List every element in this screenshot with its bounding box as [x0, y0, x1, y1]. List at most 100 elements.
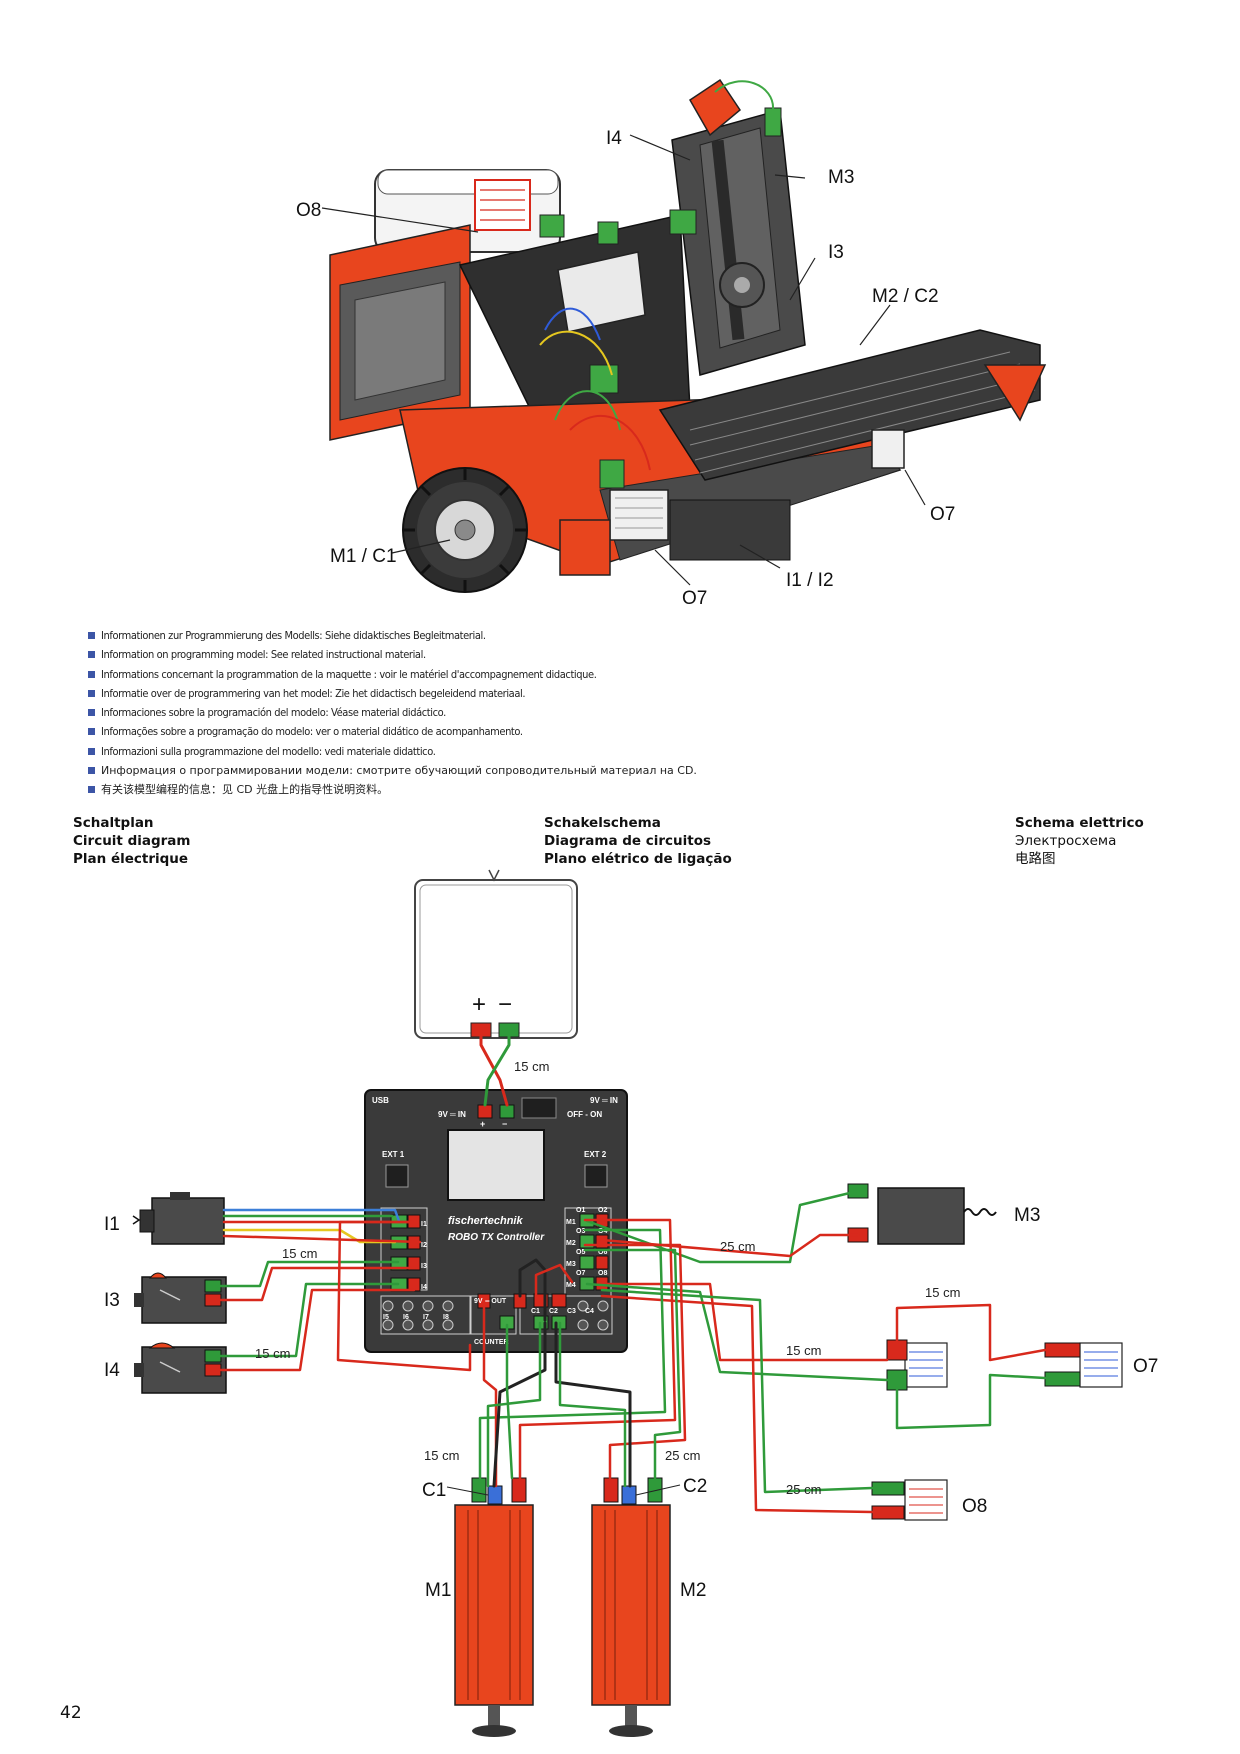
counter-label: COUNTER: [474, 1339, 509, 1346]
model-labels: I4 M3 O8 I3 M2 / C2 O7 M1 / C1 I1 / I2 O…: [296, 128, 955, 609]
lamp-o7-right: [1044, 1342, 1123, 1388]
heading-ru: Электросхема: [1015, 833, 1117, 849]
label-m3: M3: [828, 167, 854, 188]
controller-minus: −: [502, 1119, 507, 1129]
label-m1-c1: M1 / C1: [330, 546, 397, 567]
diagram-label-m2: M2: [680, 1580, 706, 1601]
wiring: [219, 1034, 1047, 1514]
heading-column-2: Schakelschema Diagrama de circuitos Plan…: [544, 814, 732, 868]
port-m1: M1: [566, 1219, 576, 1226]
heading-fr: Plan électrique: [73, 851, 189, 867]
info-line-es: Informaciones sobre la programación del …: [88, 703, 697, 722]
cable-i3: 15 cm: [282, 1246, 317, 1261]
port-c4: C4: [585, 1308, 594, 1315]
diagram-label-o7: O7: [1133, 1356, 1158, 1377]
motor-m1: [454, 1477, 534, 1737]
model-leader-lines: [321, 134, 926, 586]
controller-power-in-left: 9V ═ IN: [438, 1110, 466, 1119]
motor-m2: [591, 1477, 671, 1737]
port-i4: I4: [421, 1284, 427, 1291]
info-line-fr: Informations concernant la programmation…: [88, 665, 697, 684]
cable-o8: 25 cm: [786, 1482, 821, 1497]
cable-battery: 15 cm: [514, 1059, 549, 1074]
lamp-o8: [871, 1479, 948, 1521]
heading-nl: Schakelschema: [544, 815, 661, 831]
heading-en: Circuit diagram: [73, 833, 191, 849]
diagram-label-o8: O8: [962, 1496, 987, 1517]
port-i7: I7: [423, 1314, 429, 1321]
heading-pt: Plano elétrico de ligação: [544, 851, 732, 867]
label-m2-c2: M2 / C2: [872, 286, 939, 307]
label-o7-right: O7: [930, 504, 955, 525]
controller-plus: +: [480, 1119, 485, 1129]
port-i6: I6: [403, 1314, 409, 1321]
port-i2: I2: [421, 1242, 427, 1249]
info-line-pt: Informações sobre a programação do model…: [88, 722, 697, 741]
diagram-label-m1: M1: [425, 1580, 451, 1601]
port-o6: O6: [598, 1249, 607, 1256]
controller-brand: fischertechnik: [448, 1215, 523, 1227]
page-number: 42: [60, 1703, 82, 1723]
switch-i4: [134, 1342, 227, 1394]
cable-lengths: 15 cm 15 cm 15 cm 25 cm 15 cm 15 cm 25 c…: [255, 1059, 960, 1497]
port-m3: M3: [566, 1261, 576, 1268]
label-o8: O8: [296, 200, 321, 221]
port-o1: O1: [576, 1207, 585, 1214]
port-i3: I3: [421, 1263, 427, 1270]
cable-o7-top: 15 cm: [925, 1285, 960, 1300]
battery-pack: [414, 869, 578, 1039]
heading-column-1: Schaltplan Circuit diagram Plan électriq…: [73, 814, 191, 868]
diagram-label-c1: C1: [422, 1480, 446, 1501]
cable-o7-left: 15 cm: [786, 1343, 821, 1358]
port-i8: I8: [443, 1314, 449, 1321]
controller-usb: USB: [372, 1096, 389, 1105]
controller-name: ROBO TX Controller: [448, 1232, 545, 1243]
controller-text: USB 9V ═ IN 9V ═ IN OFF - ON + − EXT 1 E…: [372, 1096, 618, 1346]
motor-m3: [847, 1183, 997, 1245]
battery-plus: +: [472, 991, 486, 1018]
controller-power-in-right: 9V ═ IN: [590, 1096, 618, 1105]
cable-i4: 15 cm: [255, 1346, 290, 1361]
cable-m3: 25 cm: [720, 1239, 755, 1254]
battery-minus: −: [498, 991, 512, 1018]
port-o8: O8: [598, 1270, 607, 1277]
port-i5: I5: [383, 1314, 389, 1321]
port-m4: M4: [566, 1282, 576, 1289]
info-line-en: Information on programming model: See re…: [88, 645, 697, 664]
port-c1: C1: [531, 1308, 540, 1315]
port-o2: O2: [598, 1207, 607, 1214]
diagram-label-i4: I4: [104, 1360, 120, 1381]
robo-tx-controller: [364, 1089, 628, 1353]
label-i4: I4: [606, 128, 622, 149]
controller-off-on: OFF - ON: [567, 1110, 602, 1119]
port-o3: O3: [576, 1228, 585, 1235]
port-o4: O4: [598, 1228, 607, 1235]
heading-column-3: Schema elettrico Электросхема 电路图: [1015, 814, 1144, 868]
label-o7-bottom: O7: [682, 588, 707, 609]
port-c3: C3: [567, 1308, 576, 1315]
controller-ext1: EXT 1: [382, 1150, 405, 1159]
cable-c1: 15 cm: [424, 1448, 459, 1463]
lamp-o7-left: [886, 1339, 948, 1391]
heading-zh: 电路图: [1015, 851, 1056, 867]
programming-info-list: Informationen zur Programmierung des Mod…: [88, 626, 697, 800]
cable-c2: 25 cm: [665, 1448, 700, 1463]
info-line-de: Informationen zur Programmierung des Mod…: [88, 626, 697, 645]
diagram-labels: I1 I3 I4 M3 O7 O8 C1 C2 M1 M2: [104, 1205, 1158, 1601]
power-out-label: 9V ═ OUT: [474, 1298, 507, 1305]
diagram-label-c2: C2: [683, 1476, 707, 1497]
port-c2: C2: [549, 1308, 558, 1315]
port-o7: O7: [576, 1270, 585, 1277]
heading-de: Schaltplan: [73, 815, 154, 831]
switch-i1: [132, 1192, 225, 1245]
info-line-ru: Информация о программировании модели: см…: [88, 761, 697, 780]
port-i1: I1: [421, 1221, 427, 1228]
label-i3: I3: [828, 242, 844, 263]
diagram-label-i1: I1: [104, 1214, 120, 1235]
heading-it: Schema elettrico: [1015, 815, 1144, 831]
switch-i3: [134, 1272, 227, 1324]
info-line-zh: 有关该模型编程的信息：见 CD 光盘上的指导性说明资料。: [88, 780, 697, 799]
counter-leaders: [446, 1484, 681, 1496]
